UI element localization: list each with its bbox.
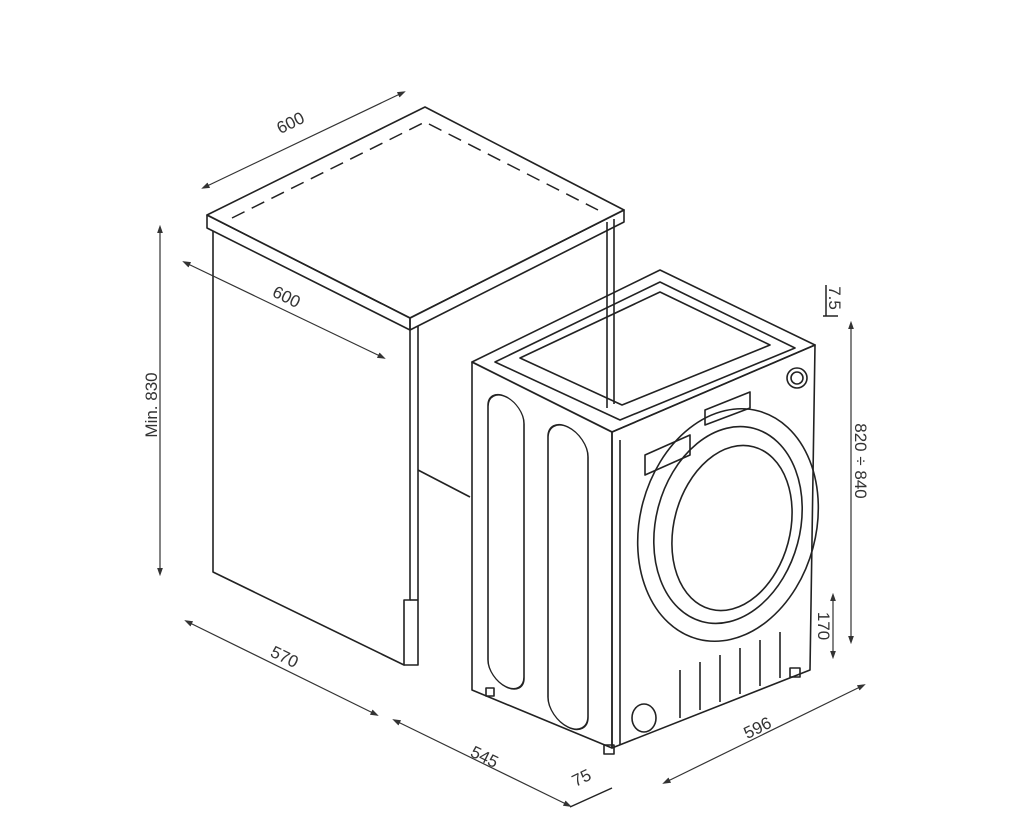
- kitchen-cabinet: [206, 106, 625, 666]
- label-plinth-height: 170: [814, 612, 833, 640]
- label-cabinet-depth: 570: [267, 642, 301, 672]
- label-top-gap: 7.5: [825, 286, 844, 310]
- drain-pump-cover: [631, 703, 657, 733]
- program-knob: [786, 367, 808, 389]
- washing-machine: [471, 269, 820, 755]
- label-cabinet-min-height: Min. 830: [142, 372, 161, 437]
- label-machine-depth: 545: [467, 742, 501, 772]
- label-door-protrusion: 75: [569, 765, 594, 790]
- label-cabinet-depth-inner: 600: [269, 282, 303, 312]
- label-machine-height: 820 ÷ 840: [851, 423, 870, 499]
- label-cabinet-width: 600: [274, 108, 308, 138]
- label-machine-width: 596: [741, 713, 775, 743]
